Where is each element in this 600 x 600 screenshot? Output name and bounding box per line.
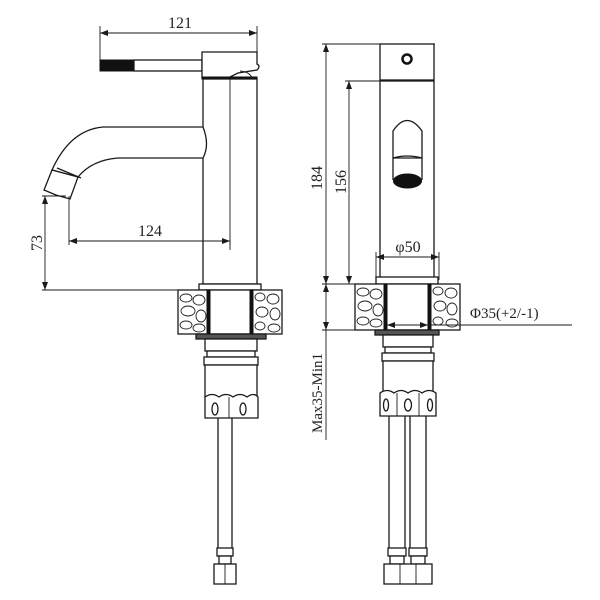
mounting-shank: [195, 333, 267, 419]
dimension-spout-height: 73: [29, 195, 200, 291]
dim-label-156: 156: [333, 170, 350, 194]
supply-hose: [213, 418, 237, 585]
dim-label-phi35: Φ35(+2/-1): [470, 306, 539, 322]
dimension-body-height: 156: [333, 80, 380, 284]
handle-pin-icon: [401, 53, 413, 65]
dimension-body-diameter: φ50: [375, 239, 440, 280]
side-view: 121 124: [29, 15, 283, 585]
front-view: 184 156 φ50: [309, 43, 572, 585]
body-column: [202, 78, 258, 285]
base-flange: [198, 283, 262, 291]
handle-cap-front: [379, 43, 435, 81]
dim-label-124: 124: [138, 223, 162, 240]
dimension-total-height: 184: [309, 43, 435, 284]
dim-label-phi50: φ50: [395, 239, 420, 256]
handle-lever: [99, 51, 260, 80]
dimension-spout-reach: 124: [68, 196, 231, 250]
dim-label-deck-thickness: Max35-Min1: [310, 353, 326, 433]
base-flange-front: [375, 276, 439, 285]
deck-section: [177, 289, 283, 335]
dim-label-121: 121: [168, 15, 192, 32]
supply-hoses-front: [383, 416, 433, 585]
dim-label-184: 184: [309, 166, 326, 190]
aerator-slot: [392, 119, 423, 189]
deck-section-front: [322, 283, 461, 331]
mounting-shank-front: [374, 329, 440, 417]
dimension-hole-diameter: Φ35(+2/-1): [387, 306, 572, 328]
dim-label-73: 73: [29, 235, 46, 251]
spout: [43, 126, 208, 200]
